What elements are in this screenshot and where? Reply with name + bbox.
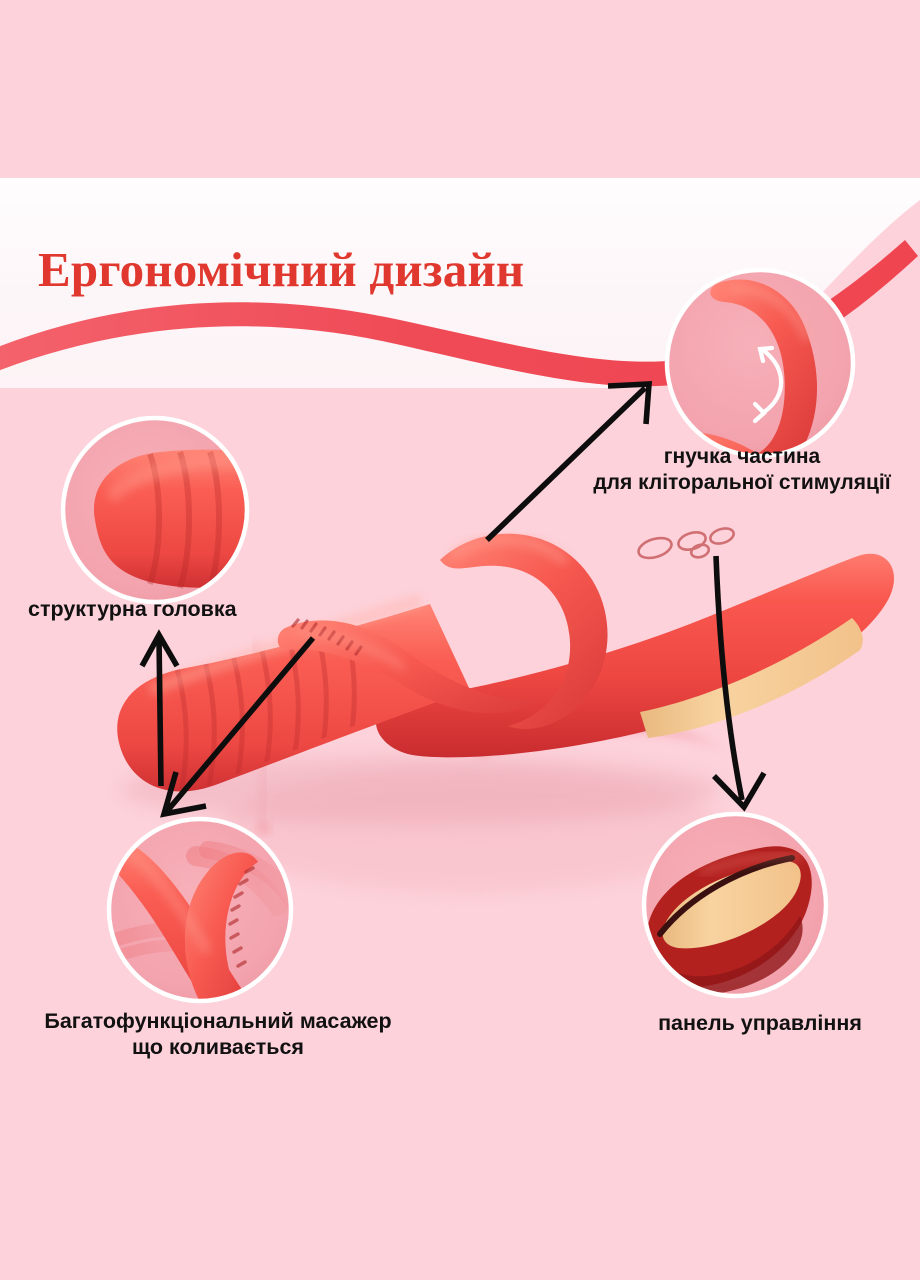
product-illustration [117,527,895,824]
callout-label-control-panel: панель управління [658,1011,862,1035]
page-title: Ергономічний дизайн [38,241,525,297]
arrow-up-structured-head [139,629,180,787]
inset-control-panel [641,811,829,999]
inset-tongue [106,816,294,1004]
arrow-diagonal-massager [160,636,316,818]
arrow-down-control-panel [711,555,767,812]
arrow-diagonal-flexible-part [485,381,653,543]
rotation-arrow-icon [752,345,784,424]
callout-line-1: Багатофункціональний масажер [44,1009,392,1033]
inset-textured-head [60,415,250,605]
callout-line-1: гнучка частина [663,445,821,468]
callout-line-2: для кліторальної стимуляції [593,470,891,494]
callout-arrows [139,381,767,818]
callout-line-2: що коливається [132,1035,304,1060]
callout-label-structured-head: структурна головка [28,597,237,621]
